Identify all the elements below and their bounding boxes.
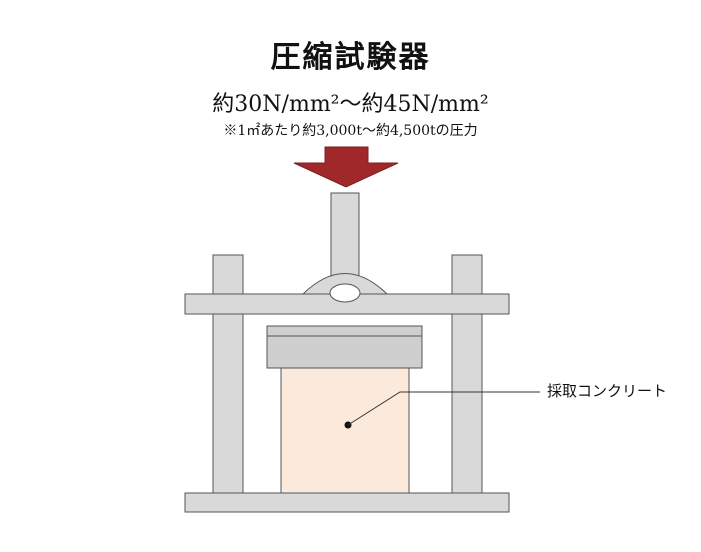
base-plate — [184, 492, 510, 513]
pressure-note-text: ※1㎡あたり約3,000t～約4,500tの圧力 — [223, 123, 478, 139]
specimen-label: 採取コンクリート — [547, 382, 668, 400]
pressure-range-text: 約30N/mm²～約45N/mm² — [212, 92, 489, 117]
upper-platen — [266, 325, 423, 369]
concrete-specimen — [280, 367, 410, 494]
specimen-leader-line — [347, 391, 540, 426]
seat-hole — [329, 283, 361, 303]
right-column — [451, 254, 483, 494]
left-column — [212, 254, 244, 494]
force-arrow — [293, 146, 399, 188]
diagram-title: 圧縮試験器 — [270, 40, 431, 75]
